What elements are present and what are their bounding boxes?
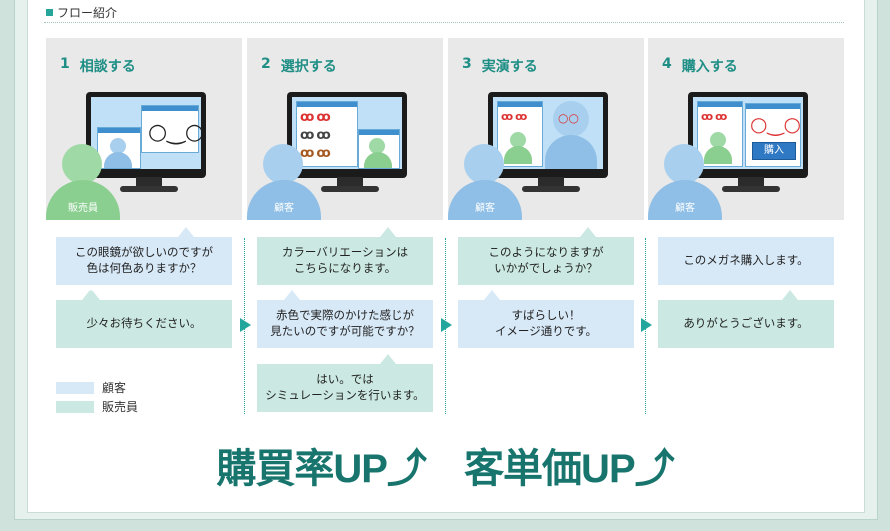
step-number: 1 [60,56,70,72]
glasses-icon: ○‿○ [148,120,201,145]
customer-bubble: 赤色で実際のかけた感じが 見たいのですが可能ですか？ [257,300,433,348]
step-card-4: 4 購入する ꝏꝏ ○‿○ 購入 顧客 [648,38,844,220]
section-title: フロー紹介 [57,6,118,20]
customer-bubble: この眼鏡が欲しいのですが 色は何色ありますか？ [56,237,232,285]
legend-swatch [56,400,94,413]
step-label: 相談する [79,59,136,75]
bubble-tail [484,290,500,300]
person-label: 顧客 [675,203,695,214]
arrow-right-icon [240,318,251,332]
glasses-icon: ○‿○ [750,112,801,136]
glasses-icon: ꝏꝏ [300,110,333,125]
avatar-clerk: 販売員 [46,144,124,220]
step-card-1: 1 相談する ○‿○ 販売員 [46,38,242,220]
simulated-face: ○○ [553,101,589,137]
avatar-customer: 顧客 [247,144,325,220]
legend-item-clerk: 販売員 [56,397,138,416]
avatar-customer: 顧客 [648,144,726,220]
video-window: ꝏꝏ [497,101,543,167]
color-variations-window: ꝏꝏ ꝏꝏ ꝏꝏ [296,101,358,167]
legend-swatch [56,381,94,394]
step-heading: 1 相談する [60,56,136,76]
monitor-icon: ꝏꝏ ○○ [488,92,608,178]
person-label: 販売員 [68,203,98,214]
buy-button[interactable]: 購入 [752,142,796,160]
glasses-icon: ꝏꝏ [701,110,730,123]
step-card-2: 2 選択する ꝏꝏ ꝏꝏ ꝏꝏ 顧客 [247,38,443,220]
legend: 顧客 販売員 [56,378,138,416]
divider [44,22,844,23]
bubble-tail [178,227,194,237]
step-number: 2 [261,56,271,72]
legend-label: 販売員 [102,400,139,414]
video-window [358,129,400,169]
person-label: 顧客 [274,203,294,214]
clerk-bubble: カラーバリエーションは こちらになります。 [257,237,433,285]
bubble-tail [380,227,396,237]
bubble-tail [380,354,396,364]
bubble-text: 少々お待ちください。 [86,316,202,331]
video-window [97,127,141,169]
arrow-right-icon [641,318,652,332]
bullet-square-icon [46,9,53,16]
clerk-bubble: はい。では シミュレーションを行います。 [257,364,433,412]
step-heading: 4 購入する [662,56,738,76]
headline: 購買率UP⤴ 客単価UP⤴ [0,436,890,494]
bubble-tail [284,290,300,300]
monitor-icon: ○‿○ [86,92,206,178]
step-heading: 2 選択する [261,56,337,76]
arrow-right-icon [441,318,452,332]
monitor-icon: ꝏꝏ ○‿○ 購入 [688,92,808,178]
step-label: 実演する [481,59,538,75]
legend-item-customer: 顧客 [56,378,138,397]
step-card-3: 3 実演する ꝏꝏ ○○ 顧客 [448,38,644,220]
step-number: 3 [462,56,472,72]
glasses-icon: ꝏꝏ [300,146,333,161]
video-window: ꝏꝏ [697,101,743,167]
step-label: 選択する [280,59,337,75]
step-label: 購入する [681,59,738,75]
bubble-tail [782,290,798,300]
step-number: 4 [662,56,672,72]
customer-bubble: すばらしい！ イメージ通りです。 [458,300,634,348]
person-label: 顧客 [475,203,495,214]
bubble-tail [580,227,596,237]
clerk-bubble: ありがとうございます。 [658,300,834,348]
section-heading: フロー紹介 [46,4,117,21]
purchase-window: ○‿○ 購入 [745,103,801,167]
glasses-icon: ○○ [558,111,579,125]
clerk-bubble: このようになりますが いかがでしょうか？ [458,237,634,285]
legend-label: 顧客 [102,381,127,395]
avatar-customer: 顧客 [448,144,526,220]
customer-bubble: このメガネ購入します。 [658,237,834,285]
headline-left: 購買率UP⤴ [216,447,427,491]
glasses-window: ○‿○ [141,105,201,153]
step-heading: 3 実演する [462,56,538,76]
glasses-icon: ꝏꝏ [300,128,333,143]
bubble-tail [84,290,100,300]
monitor-icon: ꝏꝏ ꝏꝏ ꝏꝏ [287,92,407,178]
glasses-icon: ꝏꝏ [501,110,530,123]
clerk-bubble: 少々お待ちください。 [56,290,232,348]
headline-right: 客単価UP⤴ [464,447,675,491]
